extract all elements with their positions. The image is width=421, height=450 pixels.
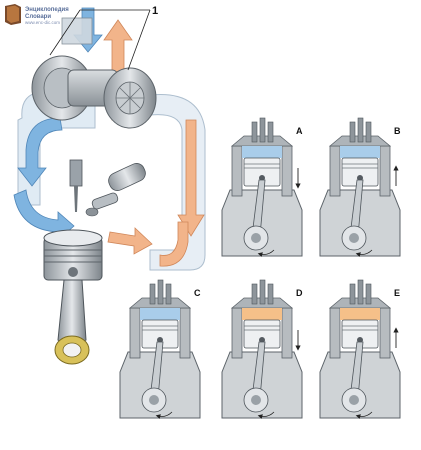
cylinder-charge [242,146,282,158]
crankcase [319,351,401,419]
valve-stem-1 [251,283,258,305]
rotation-arrow [257,249,275,257]
injector-stem [157,279,164,305]
stroke-stages: A B C D E [119,117,401,419]
stage-letter: E [394,288,400,298]
valve-stem-1 [251,121,258,143]
stage-letter: A [296,126,303,136]
stage-c: C [119,279,201,419]
rotation-arrow [155,411,173,419]
crankcase [119,351,201,419]
cylinder-wall-right [281,145,293,197]
intake-flow-left [17,117,63,187]
cylinder-wall-left [129,307,141,359]
injector-stem [357,117,364,143]
stage-d: D [221,279,303,419]
stage-letter: C [194,288,201,298]
crankcase [221,351,303,419]
cylinder-charge [242,308,282,320]
valve-stem-1 [149,283,156,305]
cylinder-wall-right [379,145,391,197]
cylinder-wall-right [379,307,391,359]
stage-a: A [221,117,303,257]
stage-e: E [319,279,401,419]
cylinder-wall-left [329,307,341,359]
stage-letter: B [394,126,401,136]
logo-line-2: Словари [25,14,52,20]
cylinder-charge [140,308,180,320]
cylinder-wall-left [231,307,243,359]
stage-letter: D [296,288,303,298]
injector-stem [259,117,266,143]
crankcase [221,189,303,257]
valve-stem-1 [349,283,356,305]
valve-assembly [69,159,146,217]
rotation-arrow [257,411,275,419]
callout-lines [49,9,151,71]
main-piston [43,229,103,365]
callout-label: 1 [152,5,158,17]
valve-stem-2 [267,283,274,305]
exhaust-flow-lower [107,227,153,255]
exhaust-flow-right [177,119,205,237]
crankcase [319,189,401,257]
cylinder-wall-right [281,307,293,359]
logo-line-3: www.enc-dic.com [25,20,61,25]
valve-stem-2 [165,283,172,305]
valve-stem-2 [365,283,372,305]
valve-stem-1 [349,121,356,143]
valve-stem-2 [365,121,372,143]
cylinder-wall-right [179,307,191,359]
cylinder-charge [340,308,380,320]
logo-line-1: Энциклопедия [25,7,69,13]
cylinder-wall-left [231,145,243,197]
turbocharger [31,17,157,129]
valve-stem-2 [267,121,274,143]
book-icon [5,4,21,25]
site-logo: Энциклопедия Словари www.enc-dic.com [3,3,69,29]
cylinder-charge [340,146,380,158]
injector-stem [259,279,266,305]
injector-stem [357,279,364,305]
exhaust-flow-bottom [159,221,189,267]
rotation-arrow [355,249,373,257]
stage-b: B [319,117,401,257]
rotation-arrow [355,411,373,419]
cylinder-wall-left [329,145,341,197]
